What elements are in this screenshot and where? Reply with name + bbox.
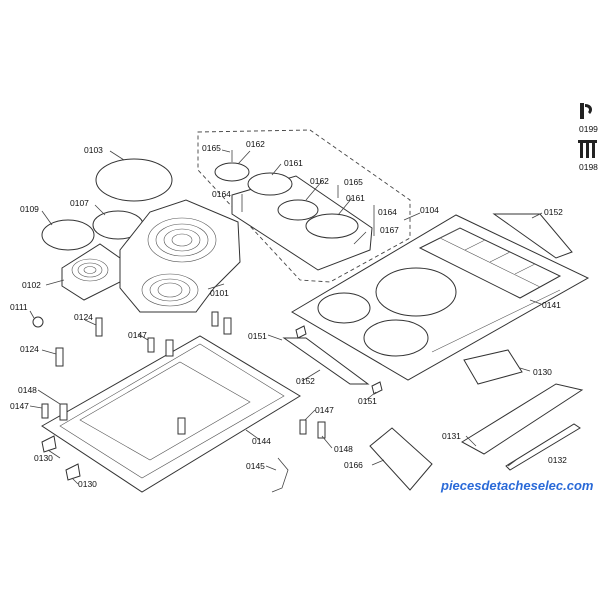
label-0132: 0132 — [548, 455, 567, 465]
control-module-0130 — [463, 349, 523, 385]
label-0162-b: 0162 — [310, 176, 329, 186]
fittings — [32, 311, 383, 493]
clip-0130-a — [41, 435, 57, 453]
spring-0148-a — [165, 339, 174, 357]
coil-0161-a — [247, 172, 293, 196]
label-0109: 0109 — [20, 204, 39, 214]
label-0144: 0144 — [252, 436, 271, 446]
label-0104: 0104 — [420, 205, 439, 215]
label-0147-b: 0147 — [10, 401, 29, 411]
label-0124-a: 0124 — [74, 312, 93, 322]
clip-0111 — [32, 316, 44, 328]
label-0111: 0111 — [10, 302, 28, 312]
label-0166: 0166 — [344, 460, 363, 470]
label-0130-b: 0130 — [34, 453, 53, 463]
electronics — [369, 349, 584, 491]
spring-0124-b — [55, 347, 64, 367]
label-0165-b: 0165 — [344, 177, 363, 187]
spring-0148-top — [223, 317, 232, 335]
label-0164-b: 0164 — [378, 207, 397, 217]
coil-carrier-plate — [231, 175, 373, 271]
screws-icon — [578, 140, 597, 158]
foot-0147-top — [211, 311, 219, 327]
label-0124-b: 0124 — [20, 344, 39, 354]
label-0165-a: 0165 — [202, 143, 221, 153]
label-0148-a: 0148 — [18, 385, 37, 395]
cooking-zone-medium — [317, 292, 371, 324]
label-0164-a: 0164 — [212, 189, 231, 199]
terminal-block-0166 — [369, 427, 433, 491]
label-0199: 0199 — [579, 124, 598, 134]
clip-0151-b — [371, 381, 383, 395]
label-0152-a: 0152 — [544, 207, 563, 217]
label-0130-a: 0130 — [533, 367, 552, 377]
label-0147-a: 0147 — [128, 330, 147, 340]
label-0102: 0102 — [22, 280, 41, 290]
label-0198: 0198 — [579, 162, 598, 172]
part-number-labels: 0103 0107 0109 0102 0101 0165 0162 0161 … — [10, 124, 598, 489]
radiant-element-group — [41, 158, 241, 313]
coil-0162-b — [277, 199, 319, 221]
label-0151-b: 0151 — [358, 396, 377, 406]
leader-lines — [29, 149, 543, 485]
label-0167: 0167 — [380, 225, 399, 235]
label-0103: 0103 — [84, 145, 103, 155]
label-0161-b: 0161 — [346, 193, 365, 203]
control-panel-0131 — [461, 383, 584, 455]
label-0152-b: 0152 — [296, 376, 315, 386]
foot-0147-b — [41, 403, 49, 419]
small-heating-element-0102 — [61, 243, 121, 301]
watermark: piecesdetacheselec.com — [440, 478, 594, 493]
bottom-tray-0144 — [41, 335, 301, 493]
label-0131: 0131 — [442, 431, 461, 441]
coil-0161-b — [305, 213, 359, 239]
spring-0124-a — [95, 317, 103, 337]
wire-0145 — [271, 457, 289, 493]
label-0161-a: 0161 — [284, 158, 303, 168]
label-0148-b: 0148 — [334, 444, 353, 454]
label-0151-a: 0151 — [248, 331, 267, 341]
foot-0147-c — [299, 419, 307, 435]
induction-coil-group — [197, 129, 411, 283]
label-0141: 0141 — [542, 300, 561, 310]
frame-profile-0152-top — [492, 213, 573, 259]
wrench-icon — [580, 103, 593, 119]
cooking-zone-small — [363, 319, 429, 357]
foot-0147-a — [147, 337, 155, 353]
label-0145: 0145 — [246, 461, 265, 471]
glass-ceramic-top — [291, 214, 590, 381]
cooking-zone-large — [375, 267, 457, 317]
label-0107: 0107 — [70, 198, 89, 208]
spring-0148-b — [59, 403, 68, 421]
label-0147-c: 0147 — [315, 405, 334, 415]
clip-0151-a — [295, 325, 307, 339]
accessory-icons — [578, 103, 597, 158]
spring-0148-d — [177, 417, 186, 435]
label-0130-c: 0130 — [78, 479, 97, 489]
label-0101: 0101 — [210, 288, 229, 298]
housing-bottom — [41, 335, 301, 493]
spring-0148-c — [317, 421, 326, 439]
clip-0130-b — [65, 463, 81, 481]
cover-disc-0103 — [95, 158, 173, 202]
coil-0162-a — [214, 162, 250, 182]
insulation-disc-0109 — [41, 219, 95, 251]
label-0162-a: 0162 — [246, 139, 265, 149]
strip-0132 — [505, 423, 581, 471]
